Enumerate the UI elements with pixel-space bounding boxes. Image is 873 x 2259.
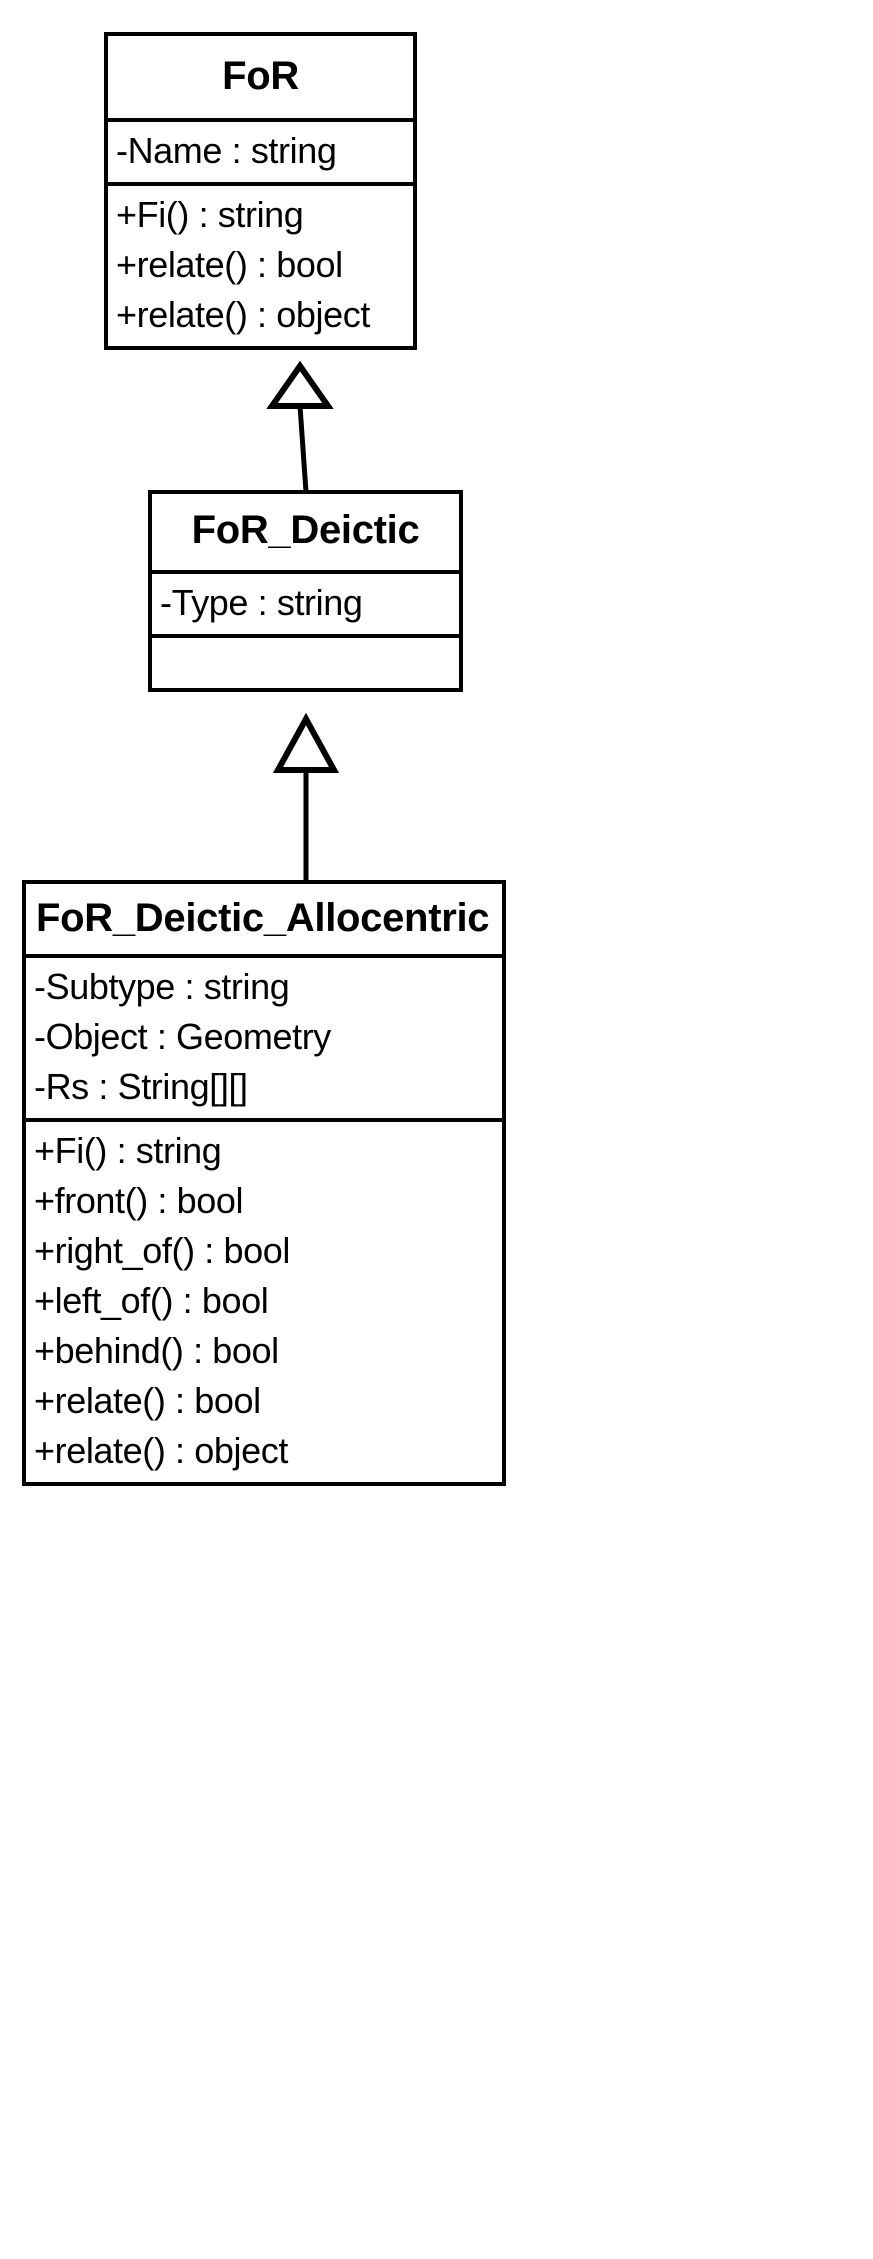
generalization-arrow-allocentric-to-for-deictic [272,712,340,882]
attributes-compartment: -Subtype : string -Object : Geometry -Rs… [26,954,502,1118]
attribute-row: -Type : string [160,582,363,623]
hollow-triangle-arrowhead-icon [272,712,340,773]
class-name-label: FoR_Deictic [191,508,420,552]
class-name-compartment: FoR [108,36,413,118]
method-row: +Fi() : string [34,1130,222,1171]
attribute-row: -Subtype : string [34,966,290,1007]
attribute-row: -Rs : String[][] [34,1066,248,1107]
method-row: +Fi() : string [116,194,304,235]
uml-class-for-deictic-allocentric[interactable]: FoR_Deictic_Allocentric -Subtype : strin… [22,880,506,1486]
methods-compartment-empty [152,634,459,688]
method-row: +front() : bool [34,1180,244,1221]
class-name-compartment: FoR_Deictic_Allocentric [26,884,502,954]
method-row: +right_of() : bool [34,1230,290,1271]
attribute-row: -Object : Geometry [34,1016,331,1057]
attributes-compartment: -Type : string [152,570,459,634]
method-row: +left_of() : bool [34,1280,269,1321]
generalization-arrow-for-deictic-to-for [266,360,334,493]
generalization-line [297,405,309,493]
method-row: +relate() : bool [34,1380,261,1421]
attribute-row: -Name : string [116,130,337,171]
class-name-compartment: FoR_Deictic [152,494,459,570]
uml-class-for[interactable]: FoR -Name : string +Fi() : string +relat… [104,32,417,350]
method-row: +relate() : object [116,294,370,335]
method-row: +relate() : object [34,1430,288,1471]
hollow-triangle-arrowhead-icon [266,360,334,409]
class-name-label: FoR_Deictic_Allocentric [36,896,490,940]
methods-compartment: +Fi() : string +front() : bool +right_of… [26,1118,502,1482]
uml-class-for-deictic[interactable]: FoR_Deictic -Type : string [148,490,463,692]
attributes-compartment: -Name : string [108,118,413,182]
method-row: +relate() : bool [116,244,343,285]
method-row: +behind() : bool [34,1330,279,1371]
methods-compartment: +Fi() : string +relate() : bool +relate(… [108,182,413,346]
class-name-label: FoR [222,54,299,98]
